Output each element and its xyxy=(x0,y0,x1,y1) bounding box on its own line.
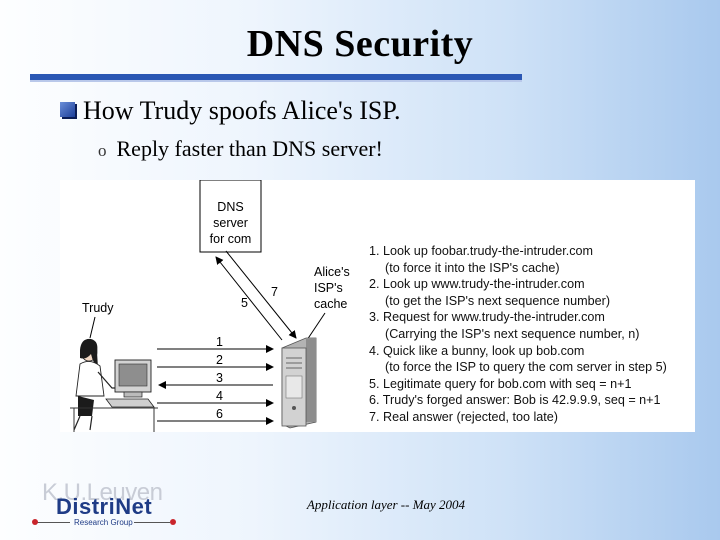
step-7: 7. Real answer (rejected, too late) xyxy=(369,409,695,426)
arrow-7-number: 7 xyxy=(271,285,278,299)
isp-label-line-2: ISP's xyxy=(314,281,343,295)
arrow-7 xyxy=(226,251,296,338)
trudy-at-computer-illustration xyxy=(70,339,158,432)
logo-dot-left xyxy=(32,519,38,525)
message-number-4: 4 xyxy=(216,389,223,403)
bullet-level1-text: How Trudy spoofs Alice's ISP. xyxy=(83,96,400,125)
logo-rule-right xyxy=(134,522,170,523)
message-number-3: 3 xyxy=(216,371,223,385)
dns-box-line-2: server xyxy=(213,216,248,230)
isp-label-line-3: cache xyxy=(314,297,347,311)
trudy-label: Trudy xyxy=(82,301,114,315)
step-1-detail: (to force it into the ISP's cache) xyxy=(369,260,695,277)
circle-bullet-icon: o xyxy=(98,141,107,160)
logo-research-group-text: Research Group xyxy=(74,518,133,527)
isp-label-leader xyxy=(307,313,325,340)
step-4-detail: (to force the ISP to query the com serve… xyxy=(369,359,695,376)
steps-list: 1. Look up foobar.trudy-the-intruder.com… xyxy=(369,243,695,426)
bullet-level2-text: Reply faster than DNS server! xyxy=(117,136,383,161)
message-number-2: 2 xyxy=(216,353,223,367)
slide-title: DNS Security xyxy=(0,22,720,66)
dns-box-line-1: DNS xyxy=(217,200,243,214)
bullet-level2: o Reply faster than DNS server! xyxy=(98,136,383,162)
title-underline xyxy=(30,74,522,80)
logo-rule-left xyxy=(36,522,70,523)
bullet-level1: How Trudy spoofs Alice's ISP. xyxy=(60,96,400,126)
step-6: 6. Trudy's forged answer: Bob is 42.9.9.… xyxy=(369,392,695,409)
message-number-6: 6 xyxy=(216,407,223,421)
step-3-detail: (Carrying the ISP's next sequence number… xyxy=(369,326,695,343)
isp-label-line-1: Alice's xyxy=(314,265,350,279)
step-1: 1. Look up foobar.trudy-the-intruder.com xyxy=(369,243,695,260)
trudy-label-leader xyxy=(90,317,95,338)
slide-footer: Application layer -- May 2004 xyxy=(0,497,720,513)
step-2: 2. Look up www.trudy-the-intruder.com xyxy=(369,276,695,293)
logo-dot-right xyxy=(170,519,176,525)
dns-spoofing-figure: DNS server for com 5 7 Alice's ISP's cac… xyxy=(60,180,695,432)
dns-box-line-3: for com xyxy=(210,232,252,246)
message-number-1: 1 xyxy=(216,335,223,349)
isp-server-tower xyxy=(282,338,316,428)
step-3: 3. Request for www.trudy-the-intruder.co… xyxy=(369,309,695,326)
step-4: 4. Quick like a bunny, look up bob.com xyxy=(369,343,695,360)
step-2-detail: (to get the ISP's next sequence number) xyxy=(369,293,695,310)
square-bullet-icon xyxy=(60,102,75,117)
arrow-5-number: 5 xyxy=(241,296,248,310)
step-5: 5. Legitimate query for bob.com with seq… xyxy=(369,376,695,393)
